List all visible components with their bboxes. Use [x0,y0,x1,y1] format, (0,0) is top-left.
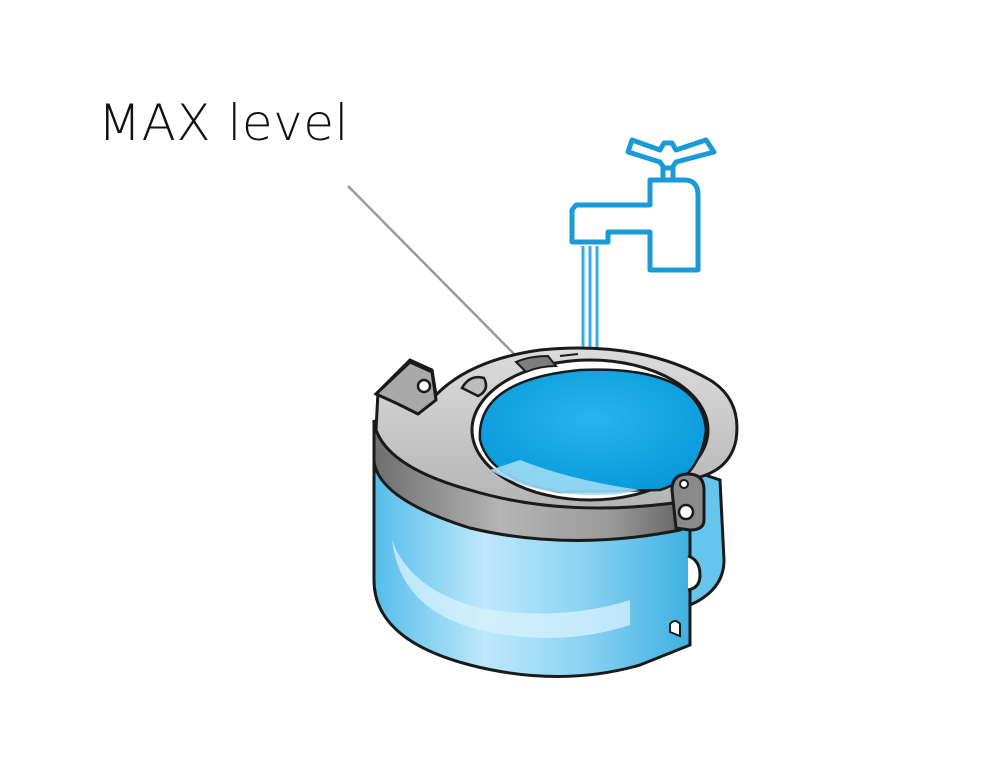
water-tap-icon [569,137,717,273]
leader-line [347,185,519,359]
max-level-label: MAX level [98,94,349,152]
water-tank-icon [372,346,739,678]
